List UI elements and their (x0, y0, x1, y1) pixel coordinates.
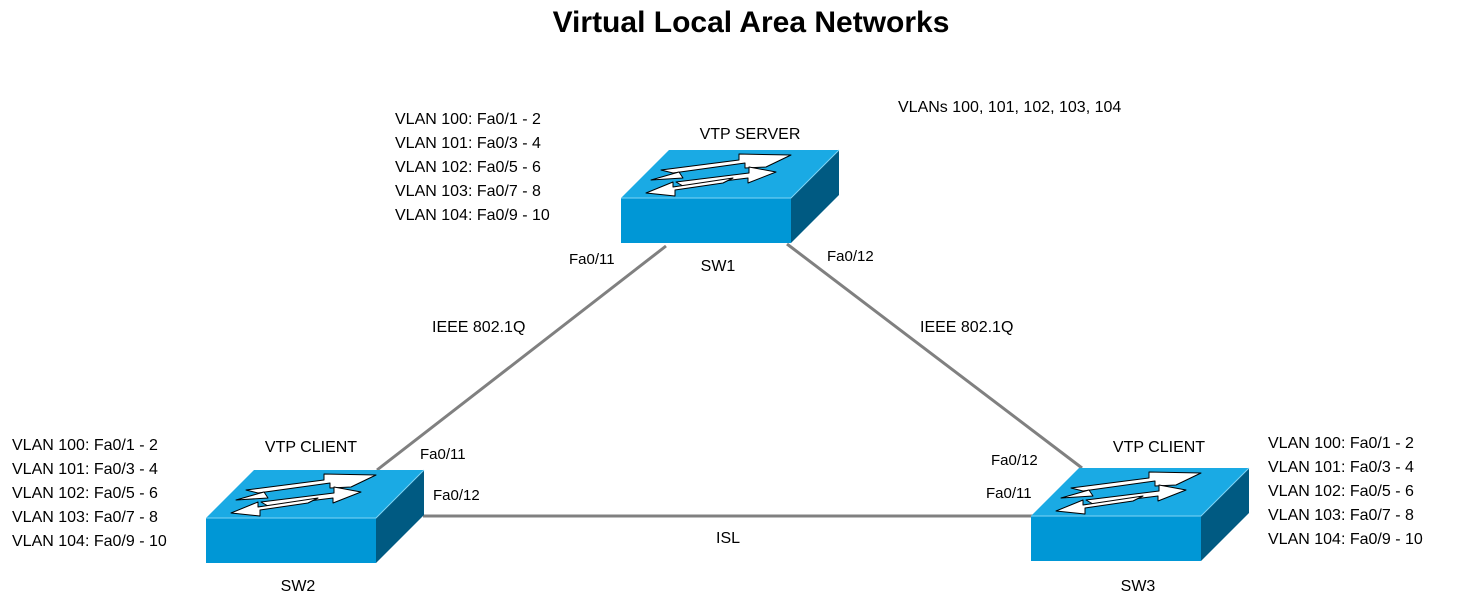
sw1-port-map-line: VLAN 101: Fa0/3 - 4 (395, 135, 541, 152)
link-sw1-sw2-protocol: IEEE 802.1Q (432, 319, 525, 336)
sw3-port-map-line: VLAN 100: Fa0/1 - 2 (1268, 435, 1414, 452)
sw3-port-fa0-11: Fa0/11 (986, 485, 1032, 502)
sw3-port-map-line: VLAN 101: Fa0/3 - 4 (1268, 459, 1414, 476)
sw1-port-map-line: VLAN 103: Fa0/7 - 8 (395, 183, 541, 200)
switch-sw2: VTP CLIENT SW2 VLAN 100: Fa0/1 - 2 VLAN … (12, 437, 425, 595)
sw1-port-fa0-12: Fa0/12 (827, 248, 874, 265)
sw2-port-map-line: VLAN 102: Fa0/5 - 6 (12, 485, 158, 502)
sw3-role: VTP CLIENT (1113, 439, 1205, 456)
sw1-port-map: VLAN 100: Fa0/1 - 2 VLAN 101: Fa0/3 - 4 … (395, 111, 550, 224)
sw2-port-map-line: VLAN 101: Fa0/3 - 4 (12, 461, 158, 478)
diagram-title: Virtual Local Area Networks (553, 6, 950, 39)
sw3-port-map-line: VLAN 102: Fa0/5 - 6 (1268, 483, 1414, 500)
switch-icon (205, 469, 425, 564)
sw2-port-fa0-12: Fa0/12 (433, 487, 480, 504)
link-sw2-sw3-protocol: ISL (716, 530, 740, 547)
sw3-name: SW3 (1121, 578, 1156, 595)
link-sw1-sw3-protocol: IEEE 802.1Q (920, 319, 1013, 336)
sw2-port-fa0-11: Fa0/11 (420, 446, 466, 463)
switch-sw3: VTP CLIENT SW3 VLAN 100: Fa0/1 - 2 VLAN … (1030, 435, 1423, 595)
sw2-port-map-line: VLAN 103: Fa0/7 - 8 (12, 509, 158, 526)
sw2-name: SW2 (281, 578, 316, 595)
sw2-port-map-line: VLAN 104: Fa0/9 - 10 (12, 533, 167, 550)
sw3-port-map: VLAN 100: Fa0/1 - 2 VLAN 101: Fa0/3 - 4 … (1268, 435, 1423, 548)
sw1-port-map-line: VLAN 100: Fa0/1 - 2 (395, 111, 541, 128)
sw1-port-map-line: VLAN 104: Fa0/9 - 10 (395, 207, 550, 224)
sw2-role: VTP CLIENT (265, 439, 357, 456)
sw1-vlan-summary: VLANs 100, 101, 102, 103, 104 (898, 99, 1121, 116)
sw1-role: VTP SERVER (700, 126, 801, 143)
switch-icon (620, 149, 840, 244)
sw2-port-map-line: VLAN 100: Fa0/1 - 2 (12, 437, 158, 454)
sw1-port-fa0-11: Fa0/11 (569, 251, 615, 268)
sw3-port-map-line: VLAN 104: Fa0/9 - 10 (1268, 531, 1423, 548)
sw3-port-map-line: VLAN 103: Fa0/7 - 8 (1268, 507, 1414, 524)
sw2-port-map: VLAN 100: Fa0/1 - 2 VLAN 101: Fa0/3 - 4 … (12, 437, 167, 550)
sw3-port-fa0-12: Fa0/12 (991, 452, 1038, 469)
sw1-name: SW1 (701, 258, 736, 275)
sw1-port-map-line: VLAN 102: Fa0/5 - 6 (395, 159, 541, 176)
link-sw1-sw3 (786, 242, 1083, 470)
link-sw1-sw2 (376, 244, 667, 472)
switch-sw1: VTP SERVER SW1 VLAN 100: Fa0/1 - 2 VLAN … (395, 99, 1121, 275)
switch-icon (1030, 467, 1250, 562)
